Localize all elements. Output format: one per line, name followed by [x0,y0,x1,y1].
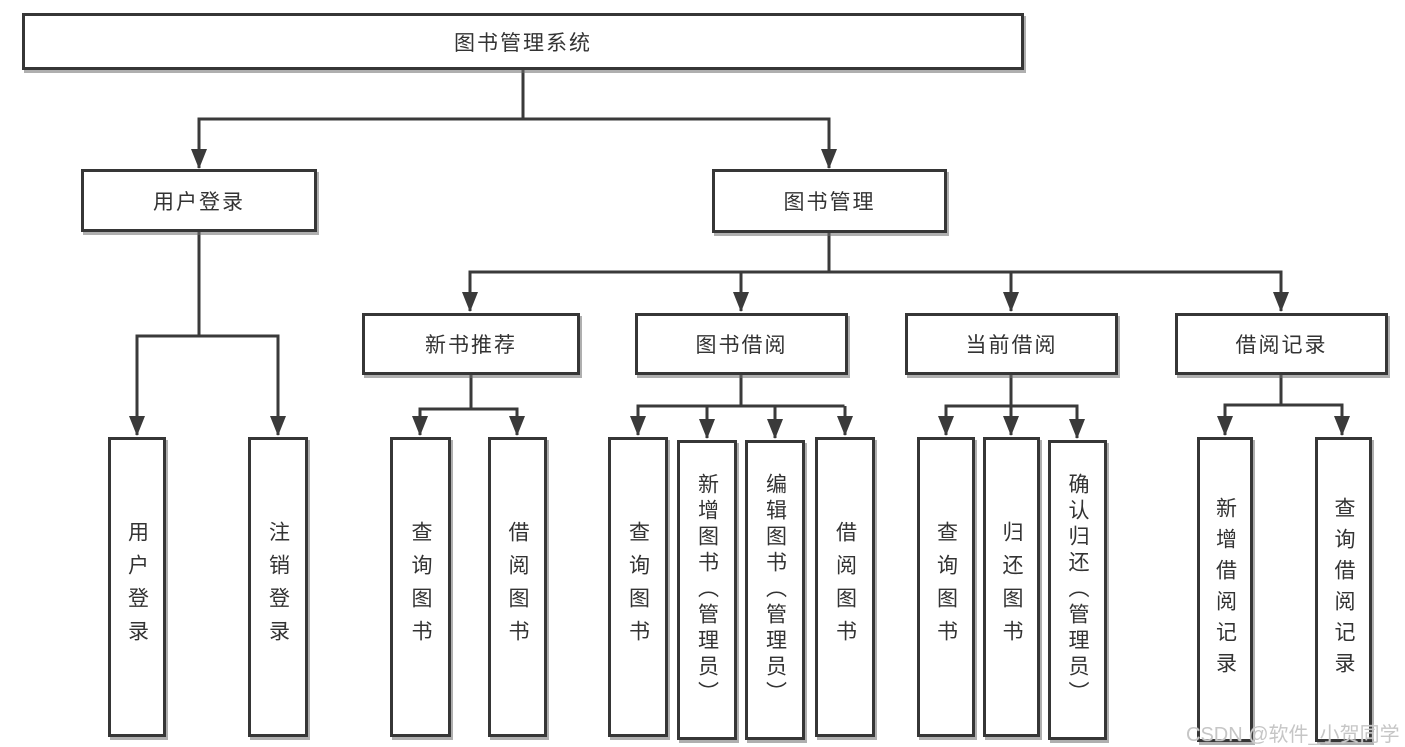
leaf-br-query-record: 查询借阅记录 [1315,437,1372,742]
leaf-user-login: 用户登录 [108,437,166,737]
node-borrowing-records: 借阅记录 [1175,313,1388,375]
node-label: 借阅图书 [833,521,857,653]
node-label: 用户登录 [125,521,149,653]
node-label: 新书推荐 [425,334,517,357]
node-current-borrowing: 当前借阅 [905,313,1118,375]
leaf-bb-add-books-admin: 新增图书（管理员） [677,440,737,740]
watermark: CSDN @软件_小贺同学 [1186,724,1400,746]
node-label: 图书管理系统 [454,31,592,55]
leaf-nbr-query-books: 查询图书 [390,437,451,737]
node-label: 新增借阅记录 [1213,496,1237,683]
node-label: 借阅图书 [506,521,529,653]
leaf-logout-login: 注销登录 [248,437,308,737]
leaf-bb-edit-books-admin: 编辑图书（管理员） [745,440,805,740]
node-label: 查询图书 [626,521,650,653]
node-book-borrowing: 图书借阅 [635,313,848,375]
leaf-bb-borrow-books: 借阅图书 [815,437,875,737]
leaf-cb-query-books: 查询图书 [917,437,975,737]
node-label: 注销登录 [266,521,290,653]
node-label: 归还图书 [1000,521,1023,653]
node-label: 查询借阅记录 [1332,496,1355,683]
leaf-bb-query-books: 查询图书 [608,437,668,737]
leaf-cb-return-books: 归还图书 [983,437,1040,737]
node-label: 当前借阅 [965,334,1058,357]
node-label: 新增图书（管理员） [695,473,719,707]
node-label: 图书管理 [783,191,876,214]
node-label: 查询图书 [934,521,958,653]
node-label: 图书借阅 [695,334,788,357]
leaf-nbr-borrow-books: 借阅图书 [488,437,547,737]
leaf-cb-confirm-return-admin: 确认归还（管理员） [1048,440,1107,740]
node-label: 查询图书 [409,521,432,653]
node-user-login: 用户登录 [81,169,317,232]
node-label: 用户登录 [153,190,245,214]
node-label: 编辑图书（管理员） [763,473,787,707]
node-library-system: 图书管理系统 [22,13,1024,70]
node-book-management: 图书管理 [712,169,947,233]
leaf-br-add-record: 新增借阅记录 [1197,437,1253,742]
node-label: 确认归还（管理员） [1066,473,1089,707]
node-new-book-recommendation: 新书推荐 [362,313,580,375]
node-label: 借阅记录 [1235,334,1328,357]
